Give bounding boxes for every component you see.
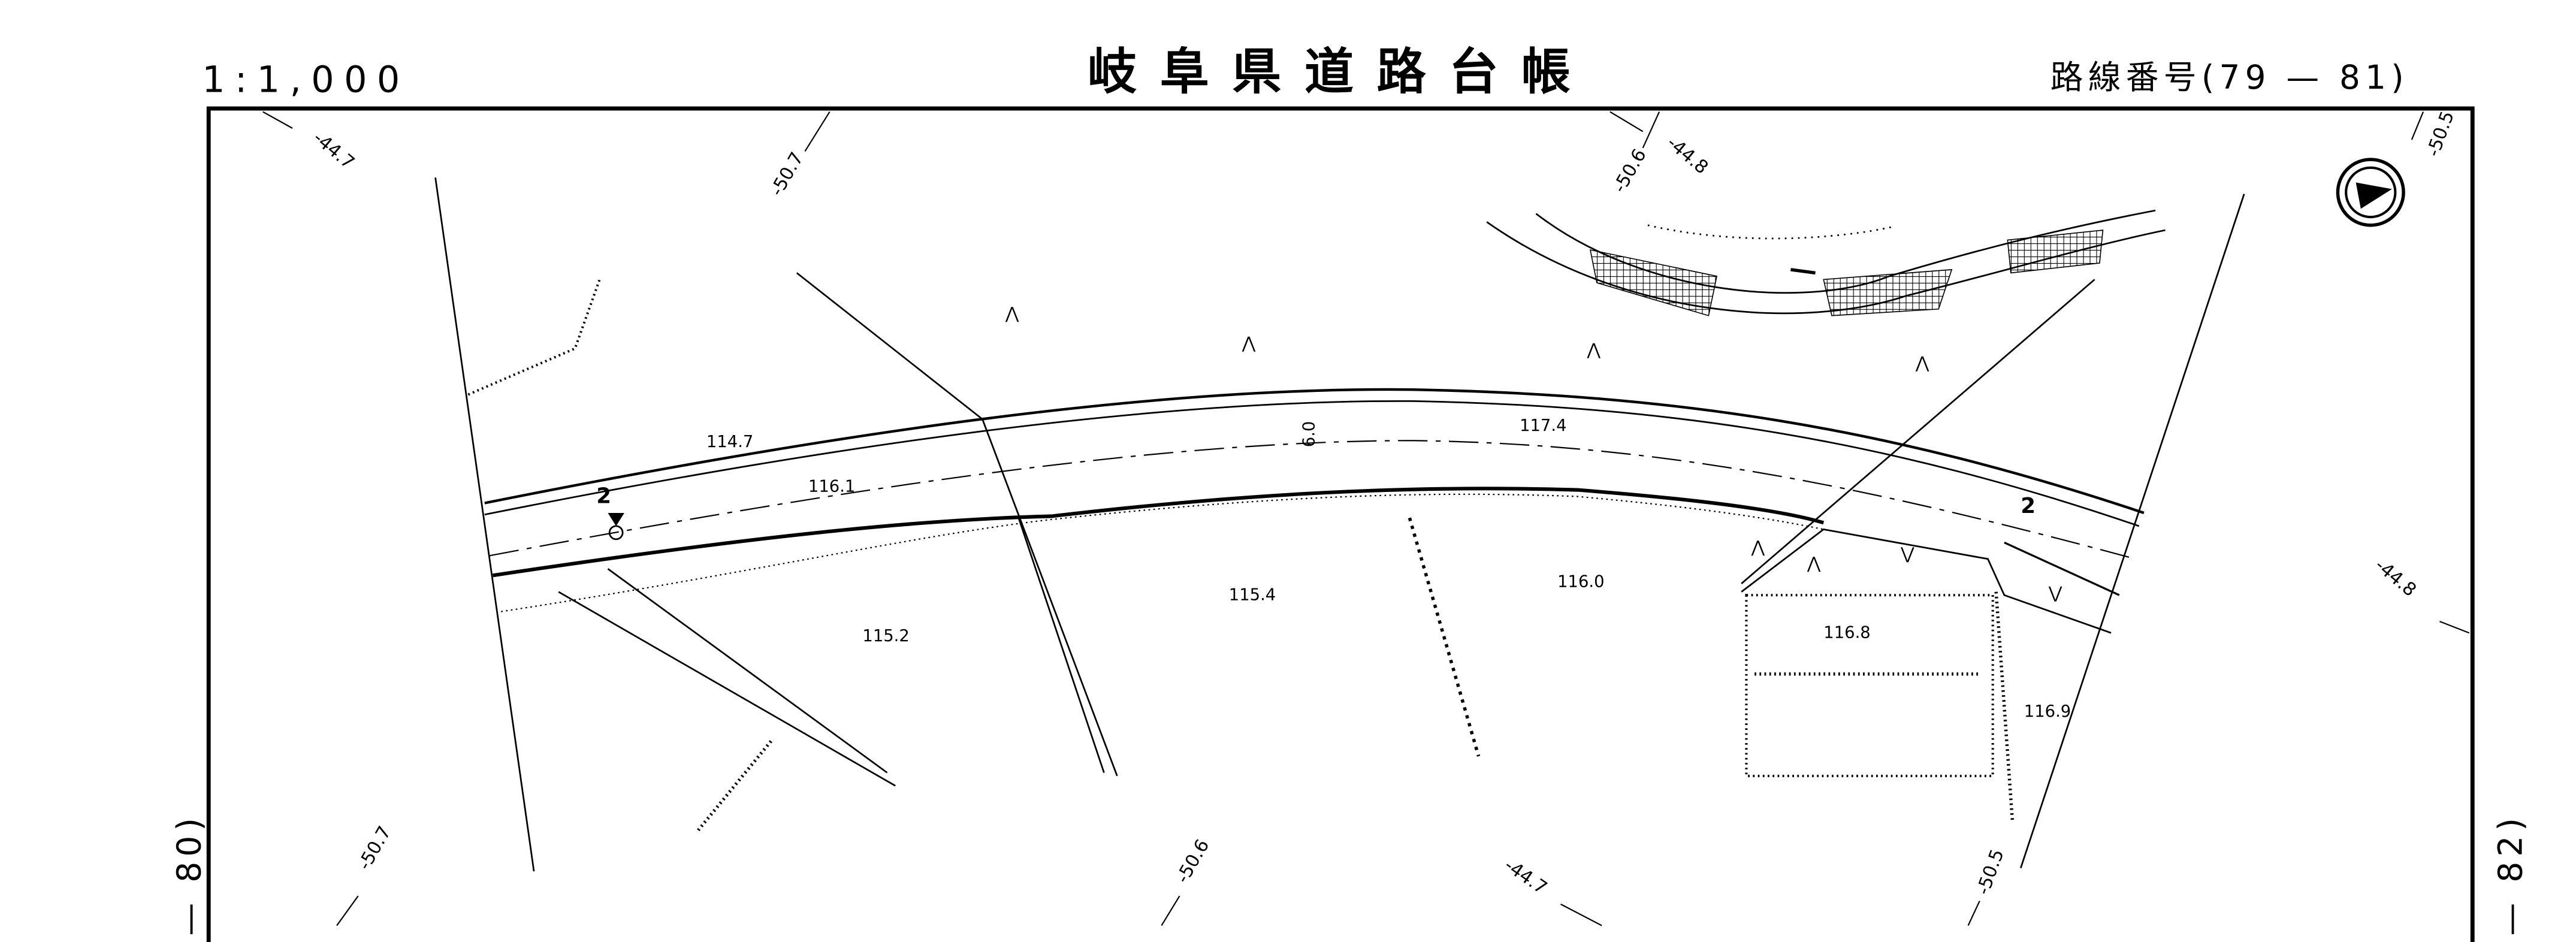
field-symbol: ⋀ — [1915, 354, 1929, 373]
grid-labels: -44.7 -50.7 -50.6 -44.8 -50.5 -44.8 -50.… — [309, 108, 2459, 899]
elevation-label: 116.0 — [1557, 572, 1604, 591]
elevation-label: 117.4 — [1520, 416, 1566, 435]
elevations: 114.7 116.1 117.4 115.4 115.2 116.0 116.… — [596, 416, 2071, 721]
field-symbol: ⋁ — [2048, 584, 2062, 603]
grid-label: -50.6 — [1609, 146, 1650, 197]
grid-label: -50.7 — [766, 149, 808, 200]
map-frame — [206, 106, 2475, 942]
field-symbol: ⋀ — [1242, 334, 1256, 353]
benchmark-icon — [608, 512, 624, 541]
road — [467, 279, 2145, 832]
road-marker: 2 — [596, 484, 611, 508]
north-arrow-icon — [2336, 158, 2405, 227]
field-symbol: ⋀ — [1807, 554, 1821, 573]
boundary-lines — [434, 177, 2245, 872]
grid-label: -44.7 — [1500, 855, 1551, 898]
field-symbol: ⋁ — [1900, 545, 1914, 563]
field-symbol: ⋀ — [1586, 341, 1600, 360]
grid-lines — [262, 111, 2470, 926]
elevation-label: 114.7 — [706, 433, 753, 451]
grid-label: -50.6 — [1172, 836, 1213, 887]
grid-label: -44.7 — [309, 128, 358, 174]
scale-label: 1:1,000 — [202, 59, 409, 101]
adjacent-sheet-left: (— 80) — [170, 813, 209, 942]
elevation-label: 115.2 — [862, 627, 909, 645]
elevation-label: 116.8 — [1823, 623, 1870, 642]
river — [1486, 209, 2166, 316]
elevation-label: 115.4 — [1229, 585, 1276, 604]
field-symbol: ⋀ — [1751, 538, 1765, 557]
grid-label: -50.5 — [1973, 847, 2009, 898]
road-marker: 2 — [2021, 494, 2036, 518]
map-title: 岐阜県道路台帳 — [1088, 44, 1593, 101]
road-width-label: 6.0 — [1300, 421, 1318, 448]
grid-label: -44.8 — [1663, 132, 1712, 179]
field-symbol: ⋀ — [1005, 304, 1019, 323]
adjacent-sheet-right: (— 82) — [2492, 813, 2530, 942]
land-use-symbols: ⋀ ⋀ ⋀ ⋀ ⋀ ⋀ ⋁ ⋁ — [1005, 304, 2062, 602]
grid-label: -44.8 — [2371, 555, 2420, 601]
route-number: 路線番号(79 — 81) — [2050, 58, 2409, 96]
grid-label: -50.7 — [354, 823, 395, 874]
elevation-label: 116.1 — [808, 477, 855, 496]
grid-label: -50.5 — [2423, 108, 2459, 159]
elevation-label: 116.9 — [2024, 702, 2071, 721]
